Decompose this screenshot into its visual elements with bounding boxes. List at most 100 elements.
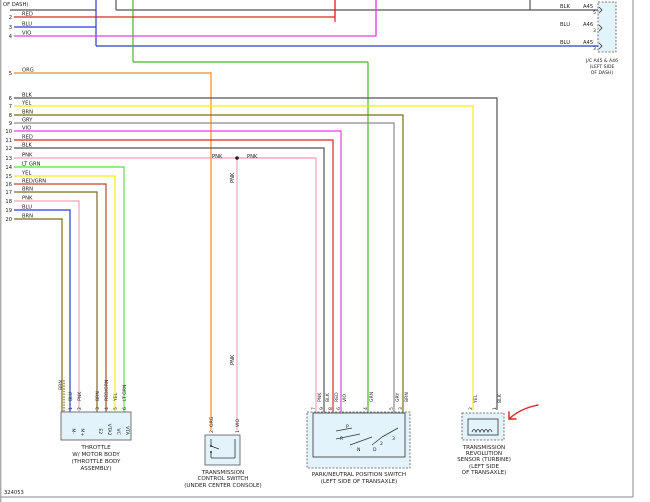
- wire-pin-number: 15: [5, 174, 12, 180]
- wire-pin-number: 9: [9, 121, 12, 127]
- pnp-gear-n: N: [357, 447, 360, 453]
- pnp-gear-3: 3: [392, 436, 395, 442]
- wire-pin-number: 13: [5, 156, 12, 162]
- pnp-pin-number: 7: [311, 407, 317, 410]
- throttle-pin-number: 2: [77, 407, 83, 410]
- jc-row-conn: A45: [583, 4, 593, 10]
- trs-caption-4: (LEFT SIDE: [469, 464, 500, 470]
- pnp-gear-r: R: [340, 436, 344, 442]
- wire-2: [14, 0, 336, 18]
- pnp-pin-label: PNK: [317, 392, 323, 402]
- throttle-pin-label: LT GRN: [122, 385, 128, 401]
- wire-color-label: BRN: [22, 187, 33, 193]
- trs-pin-number: 1: [492, 407, 498, 410]
- wire-pin-number: 5: [9, 71, 12, 77]
- throttle-caption-2: W/ MOTOR BODY: [72, 452, 120, 458]
- pnp-caption-1: PARK/NEUTRAL POSITION SWITCH: [312, 472, 406, 478]
- throttle-pin-label: YEL: [113, 392, 119, 402]
- wire-color-label: BLU: [22, 205, 32, 211]
- pnp-pin-number: 3: [398, 407, 404, 410]
- throttle-pin-label: BRN: [95, 391, 101, 401]
- trs-pin-number: 2: [468, 407, 474, 410]
- wire-color-label: RED/GRN: [22, 179, 46, 185]
- pnp-caption-2: (LEFT SIDE OF TRANSAXLE): [321, 479, 398, 485]
- pnp-pin-number: 5: [389, 407, 395, 410]
- throttle-pin-number: 5: [113, 407, 119, 410]
- wire-color-label: ORG: [22, 68, 34, 74]
- trs-pin-label: YEL: [473, 394, 479, 404]
- jc-row-color: BLU: [560, 22, 570, 28]
- jc-row-conn: A45: [583, 40, 593, 46]
- pnp-pin-label: GRY: [395, 393, 401, 402]
- pnp-pin-number: 4: [363, 407, 369, 410]
- wire-6: [14, 97, 498, 410]
- wire-19: [14, 209, 71, 412]
- trs-coil: [471, 429, 493, 434]
- wire-pin-number: 7: [9, 104, 12, 110]
- pnp-pin-label: BRN: [404, 392, 410, 402]
- wire-pin-number: 11: [5, 138, 12, 144]
- trs-caption-5: OF TRANSAXLE): [462, 470, 507, 476]
- wire-18: [14, 200, 80, 412]
- jc-caption-1: J/C A45 & A46: [585, 58, 618, 64]
- trs-caption-3: SENSOR (TURBINE): [457, 457, 511, 463]
- wire-color-label: VIO: [22, 126, 31, 132]
- throttle-pin-label: BLU: [68, 392, 74, 401]
- pnp-pin-number: 6: [336, 407, 342, 410]
- pnk-label-v1: PNK: [230, 172, 236, 183]
- jc-row-arrow: [598, 42, 603, 50]
- wire-color-label: LT GRN: [22, 162, 41, 168]
- trs-pin-label: BLK: [497, 393, 503, 403]
- wire-pin-number: 17: [5, 190, 12, 196]
- wire-pin-number: 4: [9, 34, 13, 40]
- jc-row-conn: A46: [583, 22, 593, 28]
- pnp-pin-label: RED: [334, 392, 340, 402]
- tcs-pin-number: 2: [209, 430, 215, 433]
- wire-14: [14, 166, 125, 412]
- tcs-pin-number: 1: [235, 430, 241, 433]
- throttle-caption-1: THROTTLE: [80, 445, 111, 451]
- pnk-splice-dot: [235, 156, 239, 160]
- throttle-terminal: VTA: [124, 426, 130, 436]
- throttle-terminal: M-: [70, 428, 76, 434]
- wire-pin-number: 8: [9, 113, 12, 119]
- wire-9: [14, 122, 395, 413]
- red-arrow-icon: [508, 404, 539, 420]
- throttle-terminal: E2: [97, 428, 103, 434]
- tcs-caption-1: TRANSMISSION: [201, 470, 244, 476]
- wire-color-label: BLK: [22, 93, 32, 99]
- wires: [14, 0, 498, 430]
- jc-caption-3: OF DASH): [591, 70, 614, 76]
- wire-7: [14, 105, 474, 410]
- throttle-motor-body-connector: 1BLUM-2PNKM+3BRNE24RED/GRNVTA25YELVC6LT …: [58, 380, 132, 472]
- page-id: 324053: [4, 490, 24, 496]
- tcs-caption-3: (UNDER CENTER CONSOLE): [184, 483, 262, 489]
- wire-pin-number: 16: [5, 182, 12, 188]
- tcs-caption-2: CONTROL SWITCH: [197, 476, 248, 482]
- trs-caption-2: REVOLUTION: [466, 451, 502, 457]
- throttle-caption-4: ASSEMBLY): [80, 466, 111, 472]
- tcs-pin-label: ORG: [209, 416, 215, 427]
- throttle-pin-number: 4: [104, 407, 110, 410]
- wire-15: [14, 175, 116, 412]
- throttle-terminal: M+: [79, 428, 85, 436]
- wire-pin-number: 10: [5, 129, 12, 135]
- throttle-pin-label: RED/GRN: [104, 380, 110, 401]
- of-dash-label: OF DASH): [3, 2, 28, 8]
- jc-row-arrow: [598, 24, 603, 32]
- jc-row-arrow: [598, 6, 603, 14]
- pnp-pin-label: GRN: [369, 392, 375, 402]
- throttle-terminal: VC: [115, 428, 121, 434]
- pnk-label-h1: PNK: [212, 154, 223, 160]
- wire-color-label: YEL: [21, 171, 31, 177]
- pnp-pin-number: 8: [328, 407, 334, 410]
- jc-row-color: BLU: [560, 40, 570, 46]
- pnp-pin-number: 9: [319, 407, 325, 410]
- wire-pin-number: 14: [5, 165, 12, 171]
- pnp-gear-2: 2: [380, 441, 383, 447]
- throttle-pin-label: PNK: [77, 391, 83, 401]
